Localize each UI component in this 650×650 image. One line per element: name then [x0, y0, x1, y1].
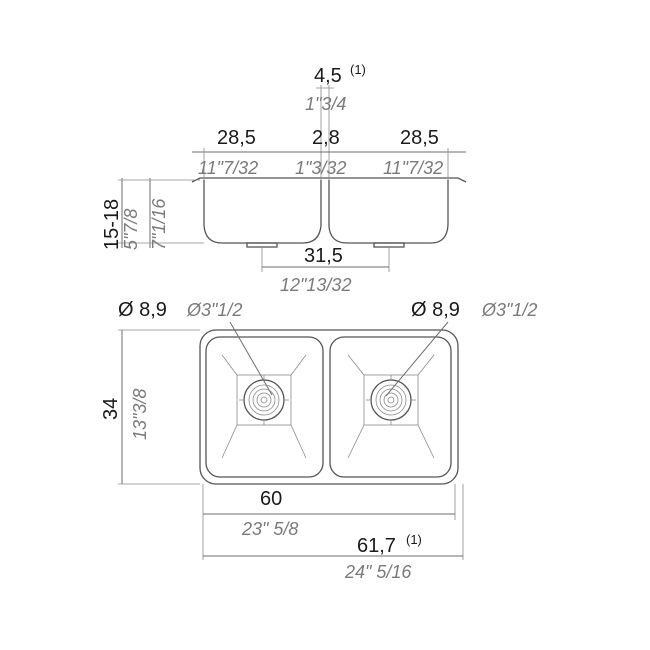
side-bowl-right [328, 180, 449, 244]
overall-width-note: (1) [406, 532, 422, 547]
top-gap-metric: 4,5 [314, 65, 342, 87]
side-bowl-left [203, 180, 322, 244]
top-bowl-right [329, 336, 452, 478]
right-drain-square [363, 374, 419, 426]
drain-spacing-metric: 31,5 [304, 245, 343, 267]
top-gap-note: (1) [350, 62, 366, 77]
drain-left-imperial: Ø3"1/2 [186, 300, 242, 320]
height-metric: 34 [100, 398, 122, 420]
bowl-right-imperial: 11"7/32 [383, 158, 443, 178]
width-imperial: 23" 5/8 [241, 519, 298, 539]
drain-left-icon [239, 375, 289, 425]
depth-metric: 15-18 [101, 199, 123, 250]
drain-right-imperial: Ø3"1/2 [481, 300, 537, 320]
drain-right-metric: Ø 8,9 [411, 299, 460, 321]
leader-drain-left [229, 321, 273, 396]
leader-drain-right [385, 321, 449, 397]
overall-width-imperial: 24" 5/16 [344, 562, 412, 582]
labels: 4,5 (1) 1"3/4 28,5 2,8 28,5 11"7/32 1"3/… [100, 62, 537, 582]
divider-metric: 2,8 [312, 127, 340, 149]
top-outer-rim [199, 329, 459, 485]
bowl-left-imperial: 11"7/32 [198, 158, 258, 178]
drain-spacing-imperial: 12"13/32 [280, 275, 351, 295]
depth-imperial-a: 5"7/8 [121, 209, 141, 250]
drain-right-icon [366, 375, 416, 425]
top-gap-imperial: 1"3/4 [305, 94, 346, 114]
left-drain-square [236, 374, 292, 426]
side-drain-left [246, 242, 278, 248]
overall-width-metric: 61,7 [357, 535, 396, 557]
top-view [118, 321, 464, 560]
height-imperial: 13"3/8 [130, 389, 150, 440]
left-bowl-slopes [221, 354, 307, 459]
width-metric: 60 [260, 488, 282, 510]
drain-left-metric: Ø 8,9 [118, 299, 167, 321]
top-bowl-left [205, 336, 324, 478]
side-view [118, 85, 467, 272]
side-drain-right [373, 242, 405, 248]
right-bowl-slopes [347, 354, 435, 459]
divider-imperial: 1"3/32 [295, 158, 346, 178]
depth-imperial-b: 7"1/16 [149, 198, 169, 250]
bowl-left-metric: 28,5 [217, 127, 256, 149]
bowl-right-metric: 28,5 [400, 127, 439, 149]
